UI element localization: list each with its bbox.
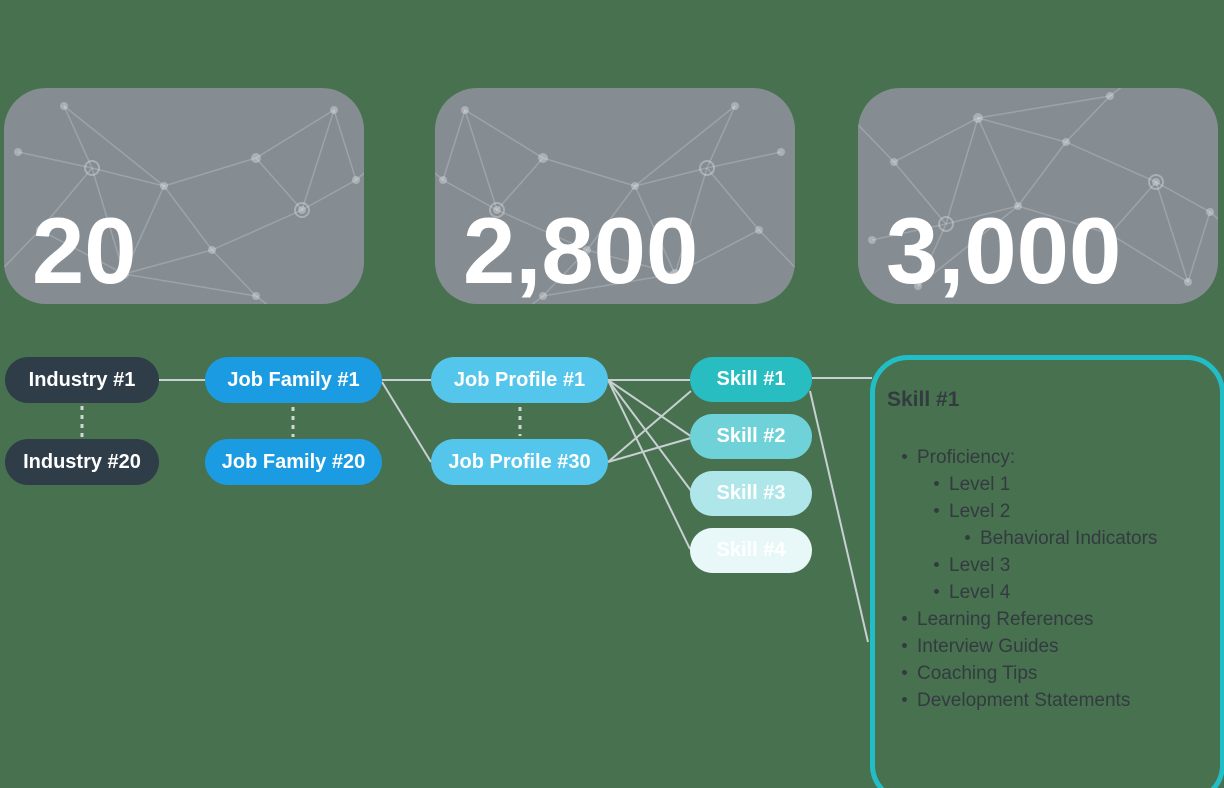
panel-item-text: Level 4 [949, 582, 1011, 603]
panel-item-text: Interview Guides [917, 636, 1059, 657]
node-label: Skill #4 [716, 539, 786, 561]
node-skill-4: Skill #4 [690, 528, 812, 573]
panel-item-text: Level 2 [949, 501, 1011, 522]
connector-skill1-panel-bottom [809, 390, 869, 643]
panel-list-item: Behavioral Indicators [965, 525, 1210, 552]
bullet-dot [902, 696, 907, 702]
panel-title: Skill #1 [887, 388, 960, 411]
panel-item-text: Proficiency: [917, 447, 1016, 468]
skill-detail-panel: Skill #1 Proficiency: Level 1 Level 2 Be… [870, 355, 1224, 788]
bullet-dot [902, 615, 907, 621]
bullet-dot [934, 507, 939, 513]
node-job-profile-1: Job Profile #1 [431, 357, 608, 403]
connector-jobprofile1-skill4 [607, 379, 691, 550]
panel-item-text: Level 3 [949, 555, 1011, 576]
stat-value: 3,000 [886, 198, 1122, 303]
connector-jobfamily1-jobprofile30 [381, 381, 432, 463]
node-industry-1: Industry #1 [5, 357, 159, 403]
panel-list-item: Level 2 [934, 498, 1210, 525]
node-label: Skill #2 [716, 425, 786, 447]
stat-value: 20 [32, 198, 137, 303]
panel-list-item: Proficiency: [902, 444, 1210, 471]
node-label: Industry #1 [28, 368, 136, 391]
panel-list-item: Level 1 [934, 471, 1210, 498]
node-job-family-1: Job Family #1 [205, 357, 382, 403]
panel-list-item: Interview Guides [902, 633, 1210, 660]
bullet-dot [902, 669, 907, 675]
panel-list-item: Level 3 [934, 552, 1210, 579]
node-industry-20: Industry #20 [5, 439, 159, 485]
panel-list: Proficiency: Level 1 Level 2 Behavioral … [887, 444, 1210, 714]
panel-item-text: Coaching Tips [917, 663, 1038, 684]
stat-value: 2,800 [463, 198, 699, 303]
panel-list-item: Development Statements [902, 687, 1210, 714]
panel-item-text: Behavioral Indicators [980, 528, 1158, 549]
node-skill-2: Skill #2 [690, 414, 812, 459]
node-skill-3: Skill #3 [690, 471, 812, 516]
node-label: Industry #20 [23, 450, 141, 473]
stat-card-skills-data: 3,000 Skills + skill-mapped data [858, 88, 1218, 304]
bullet-dot [965, 534, 970, 540]
connector-jobprofile1-skill2 [607, 379, 693, 438]
node-label: Skill #3 [716, 482, 786, 504]
connector-jobprofile30-skill2 [607, 437, 692, 463]
node-label: Skill #1 [716, 368, 786, 390]
panel-item-text: Development Statements [917, 690, 1131, 711]
panel-list-item: Coaching Tips [902, 660, 1210, 687]
connector-jobprofile1-skill3 [607, 379, 693, 493]
bullet-dot [902, 642, 907, 648]
node-job-family-20: Job Family #20 [205, 439, 382, 485]
stat-card-base-job-profiles: 2,800 Base Job Profiles [435, 88, 795, 304]
panel-list-item: Learning References [902, 606, 1210, 633]
bullet-dot [934, 588, 939, 594]
connector-jobprofile30-skill1 [607, 390, 692, 463]
stat-card-industry-frameworks: 20 Industry Frameworks [4, 88, 364, 304]
node-skill-1: Skill #1 [690, 357, 812, 402]
bullet-dot [934, 480, 939, 486]
node-job-profile-30: Job Profile #30 [431, 439, 608, 485]
bullet-dot [902, 453, 907, 459]
node-label: Job Profile #1 [453, 368, 586, 391]
node-label: Job Profile #30 [448, 450, 591, 473]
panel-item-text: Level 1 [949, 474, 1011, 495]
node-label: Job Family #1 [227, 368, 360, 391]
panel-list-item: Level 4 [934, 579, 1210, 606]
bullet-dot [934, 561, 939, 567]
node-label: Job Family #20 [221, 450, 366, 473]
panel-item-text: Learning References [917, 609, 1094, 630]
